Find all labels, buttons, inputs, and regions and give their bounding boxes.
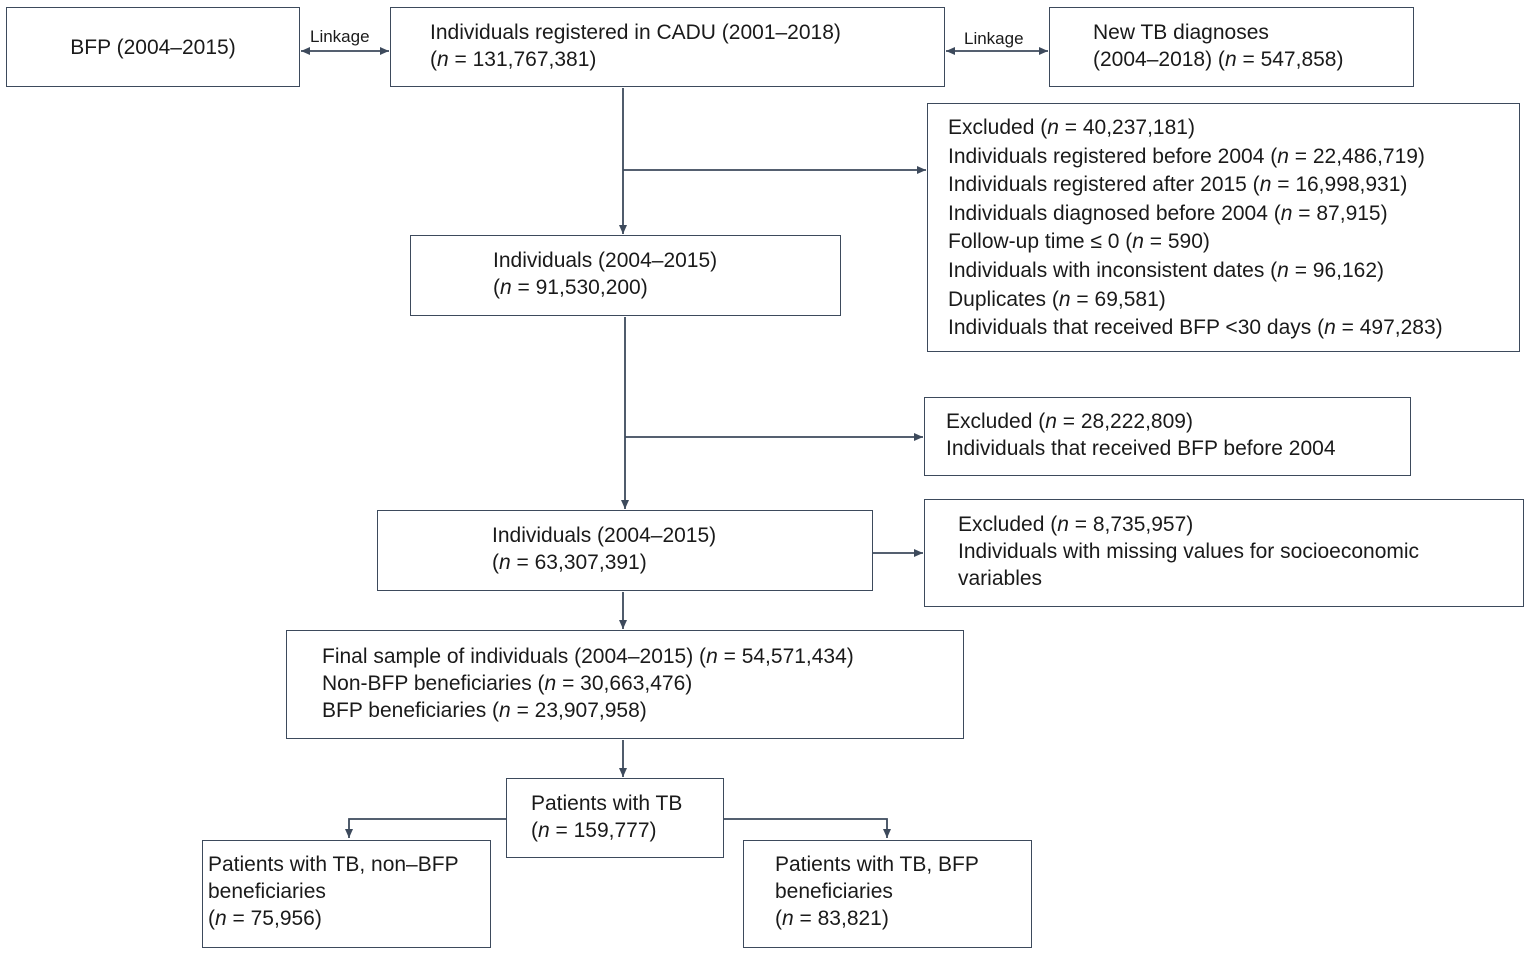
excluded-1-row: Excluded (n = 40,237,181) [948,116,1195,139]
individuals-1-title: Individuals (2004–2015) [493,249,718,272]
patients-tb-title: Patients with TB [531,792,683,815]
cadu-title: Individuals registered in CADU (2001–201… [430,21,841,44]
excluded-box-3: Excluded (n = 8,735,957) Individuals wit… [924,499,1524,607]
individuals-2-title: Individuals (2004–2015) [492,524,717,547]
patients-tb-non-bfp-box: Patients with TB, non–BFP beneficiaries … [202,840,491,948]
excluded-1-row: Individuals with inconsistent dates (n =… [948,258,1385,282]
patients-tb-box: Patients with TB (n = 159,777) [506,778,724,858]
individuals-box-2: Individuals (2004–2015) (n = 63,307,391) [377,510,873,591]
excluded-3-total: Excluded (n = 8,735,957) [958,513,1194,536]
excluded-1-row: Individuals registered before 2004 (n = … [948,144,1425,168]
patients-tb-bfp-box: Patients with TB, BFP beneficiaries (n =… [743,840,1032,948]
tb-non-bfp-subtitle: beneficiaries [208,880,326,903]
tb-bfp-title: Patients with TB, BFP [775,853,979,876]
bfp-label: BFP (2004–2015) [70,35,236,59]
excluded-1-row: Individuals that received BFP <30 days (… [948,316,1443,340]
excluded-2-total: Excluded (n = 28,222,809) [946,410,1193,433]
excluded-1-row: Duplicates (n = 69,581) [948,287,1166,311]
individuals-1-count: (n = 91,530,200) [493,276,648,299]
tb-bfp-count: (n = 83,821) [775,907,889,930]
excluded-box-1: Excluded (n = 40,237,181) Individuals re… [927,103,1520,352]
tb-diagnoses-count: (2004–2018) (n = 547,858) [1093,48,1344,71]
bfp-box: BFP (2004–2015) [6,7,300,87]
flow-arrow-to-tb-bfp [724,818,891,838]
cadu-count: (n = 131,767,381) [430,48,597,71]
tb-bfp-subtitle: beneficiaries [775,880,893,903]
cadu-box: Individuals registered in CADU (2001–201… [390,7,945,87]
excluded-1-row: Individuals diagnosed before 2004 (n = 8… [948,201,1388,225]
final-sample-box: Final sample of individuals (2004–2015) … [286,630,964,739]
final-sample-bfp: BFP beneficiaries (n = 23,907,958) [322,699,647,722]
excluded-box-2: Excluded (n = 28,222,809) Individuals th… [924,397,1411,476]
excluded-3-reason: Individuals with missing values for soci… [958,540,1420,563]
linkage-label-right: Linkage [964,29,1024,49]
excluded-3-reason-cont: variables [958,567,1043,590]
final-sample-total: Final sample of individuals (2004–2015) … [322,645,854,668]
patients-tb-count: (n = 159,777) [531,819,657,842]
individuals-box-1: Individuals (2004–2015) (n = 91,530,200) [410,235,841,316]
tb-diagnoses-title: New TB diagnoses [1093,21,1269,44]
flow-arrow-to-tb-non-bfp [345,818,506,838]
final-sample-non-bfp: Non-BFP beneficiaries (n = 30,663,476) [322,672,693,695]
excluded-1-row: Individuals registered after 2015 (n = 1… [948,173,1408,197]
excluded-2-reason: Individuals that received BFP before 200… [946,437,1336,460]
excluded-1-row: Follow-up time ≤ 0 (n = 590) [948,230,1210,254]
linkage-label-left: Linkage [310,27,370,47]
tb-non-bfp-count: (n = 75,956) [208,907,322,930]
individuals-2-count: (n = 63,307,391) [492,551,647,574]
tb-diagnoses-box: New TB diagnoses (2004–2018) (n = 547,85… [1049,7,1414,87]
tb-non-bfp-title: Patients with TB, non–BFP [208,853,459,876]
